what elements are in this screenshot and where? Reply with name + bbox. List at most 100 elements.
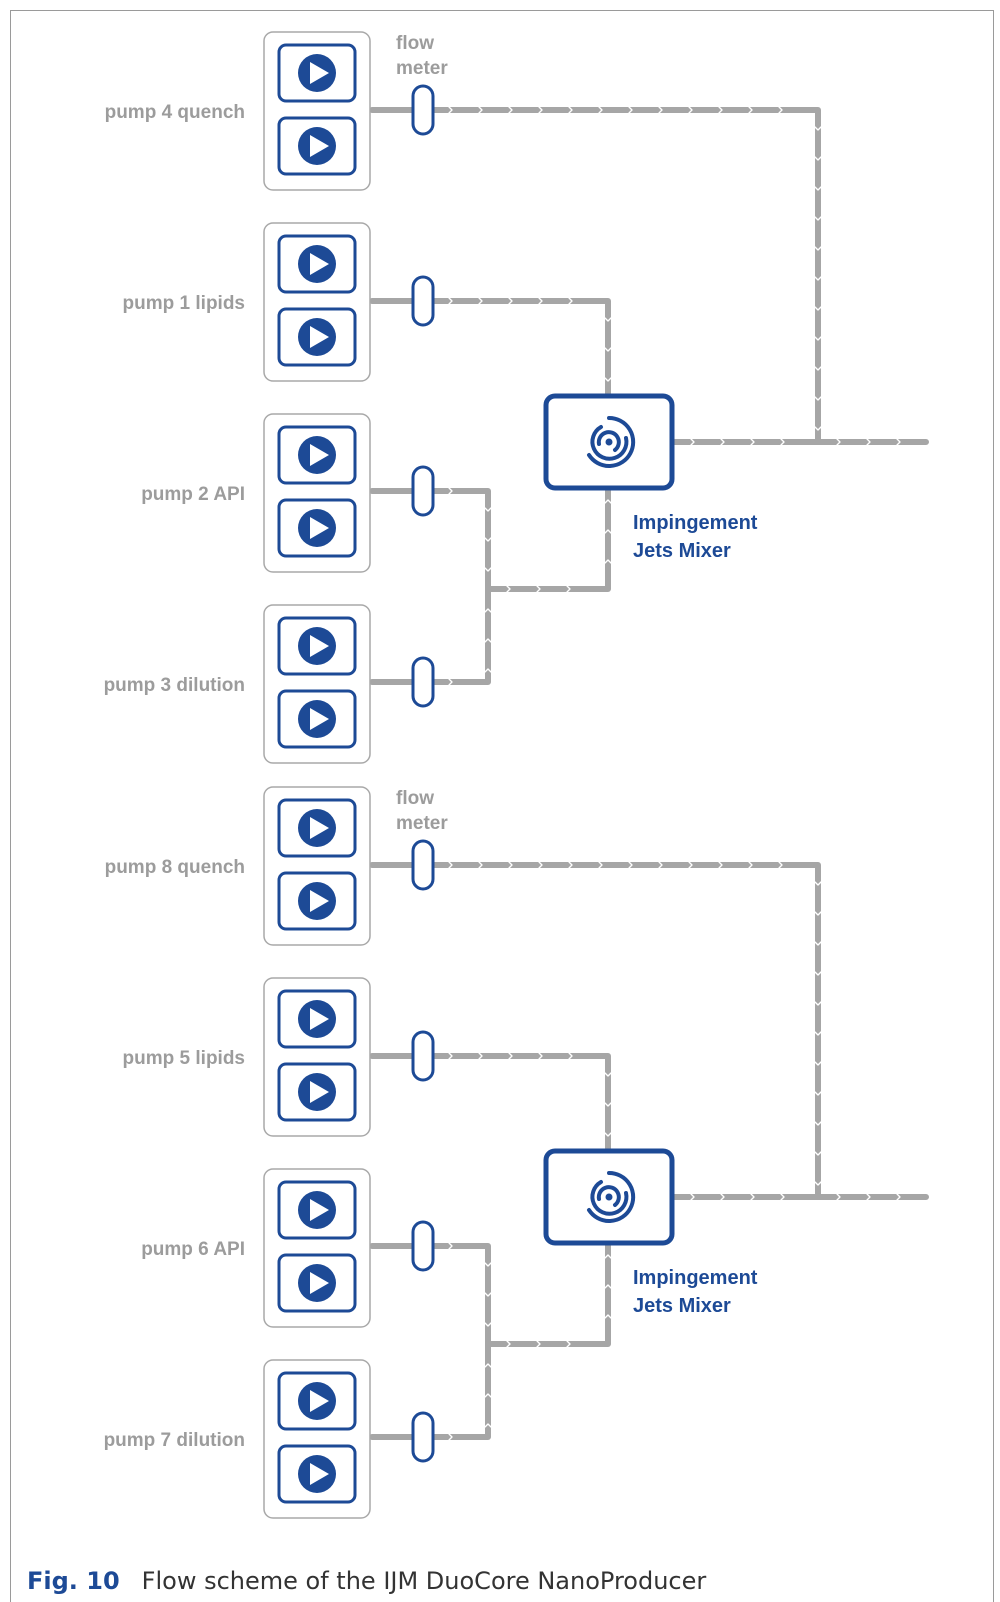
capsule-icon	[411, 1030, 435, 1082]
capsule-icon	[411, 839, 435, 891]
pump-unit: pump 5 lipids	[123, 977, 371, 1137]
flow-arrow	[484, 608, 492, 613]
flow-arrow	[814, 186, 822, 191]
flow-arrow	[538, 106, 543, 114]
flow-arrow	[778, 106, 783, 114]
flow-arrow	[538, 1052, 543, 1060]
play-circle-icon	[298, 700, 336, 738]
mixer-label: Impingement	[633, 1267, 758, 1289]
flow-arrow	[778, 861, 783, 869]
flow-arrow	[598, 861, 603, 869]
pump-head	[277, 307, 357, 367]
flow-arrow	[604, 529, 612, 534]
flow-arrow	[568, 106, 573, 114]
pump-label: pump 8 quench	[105, 857, 245, 878]
flow-arrow	[658, 861, 663, 869]
capsule-icon	[411, 275, 435, 327]
flow-arrow	[750, 1193, 755, 1201]
swirl-icon	[587, 415, 636, 468]
play-circle-icon	[298, 54, 336, 92]
flow-arrow	[478, 297, 483, 305]
pump-head	[277, 1444, 357, 1504]
flow-arrow	[568, 1052, 573, 1060]
flow-arrow	[484, 537, 492, 542]
duocore-unit: pump 8 quench pump 5 lipids pump 6 API pump…	[104, 786, 929, 1519]
flow-arrow	[604, 499, 612, 504]
pump-head	[277, 1062, 357, 1122]
play-circle-icon	[298, 1264, 336, 1302]
flow-arrow	[814, 881, 822, 886]
play-circle-icon	[298, 882, 336, 920]
pump-unit: pump 4 quench	[105, 31, 371, 191]
flow-arrow	[508, 106, 513, 114]
flow-arrow	[604, 1254, 612, 1259]
pump-head	[277, 798, 357, 858]
play-circle-icon	[298, 245, 336, 283]
flow-arrow	[688, 106, 693, 114]
flow-arrow	[814, 126, 822, 131]
flow-arrow	[814, 1031, 822, 1036]
flow-arrow	[484, 668, 492, 673]
flow-arrow	[604, 347, 612, 352]
flow-arrow	[720, 438, 725, 446]
pipe	[369, 488, 491, 685]
pump-head	[277, 989, 357, 1049]
flow-arrow	[814, 156, 822, 161]
pump-label: pump 7 dilution	[104, 1430, 245, 1451]
flow-arrow	[604, 1284, 612, 1289]
figure-frame	[10, 10, 994, 1602]
play-circle-icon	[298, 436, 336, 474]
flow-arrow	[508, 861, 513, 869]
flow-arrow	[508, 297, 513, 305]
pipe	[369, 107, 929, 445]
flow-arrow	[478, 1052, 483, 1060]
flow-meter-label: meter	[396, 58, 448, 79]
capsule-icon	[411, 465, 435, 517]
play-circle-icon	[298, 1191, 336, 1229]
flow-arrow	[478, 861, 483, 869]
flow-arrow	[814, 426, 822, 431]
pump-label: pump 2 API	[141, 484, 245, 505]
flow-arrow	[536, 585, 541, 593]
flow-arrow	[814, 911, 822, 916]
flow-arrow	[814, 1091, 822, 1096]
pump-unit: pump 6 API	[141, 1168, 371, 1328]
flow-arrow	[814, 1061, 822, 1066]
flow-arrow	[748, 106, 753, 114]
flow-arrow	[688, 861, 693, 869]
pump-head	[277, 871, 357, 931]
flow-arrow	[814, 1181, 822, 1186]
pump-unit: pump 3 dilution	[104, 604, 371, 764]
play-circle-icon	[298, 509, 336, 547]
pipe	[369, 1243, 491, 1440]
flow-arrow	[484, 1423, 492, 1428]
flow-arrow	[658, 106, 663, 114]
play-circle-icon	[298, 127, 336, 165]
mixer-label: Jets Mixer	[633, 1295, 731, 1317]
flow-arrow	[508, 1052, 513, 1060]
flow-arrow	[604, 1072, 612, 1077]
flow-arrow	[896, 1193, 901, 1201]
flow-arrow	[604, 559, 612, 564]
flow-arrow	[598, 106, 603, 114]
flow-arrow	[604, 1314, 612, 1319]
flow-arrow	[448, 106, 453, 114]
pump-head	[277, 1180, 357, 1240]
flow-arrow	[690, 438, 695, 446]
flow-arrow	[538, 861, 543, 869]
capsule-icon	[411, 1411, 435, 1463]
mixer-label: Impingement	[633, 512, 758, 534]
flow-arrow	[720, 1193, 725, 1201]
flow-arrow	[448, 1242, 453, 1250]
flow-arrow	[484, 1262, 492, 1267]
pump-label: pump 6 API	[141, 1239, 245, 1260]
flow-arrow	[814, 1121, 822, 1126]
flow-meter-label: meter	[396, 813, 448, 834]
play-circle-icon	[298, 809, 336, 847]
pump-unit: pump 8 quench	[105, 786, 371, 946]
flow-arrow	[866, 438, 871, 446]
pipe	[369, 1053, 821, 1200]
flow-arrow	[814, 1151, 822, 1156]
